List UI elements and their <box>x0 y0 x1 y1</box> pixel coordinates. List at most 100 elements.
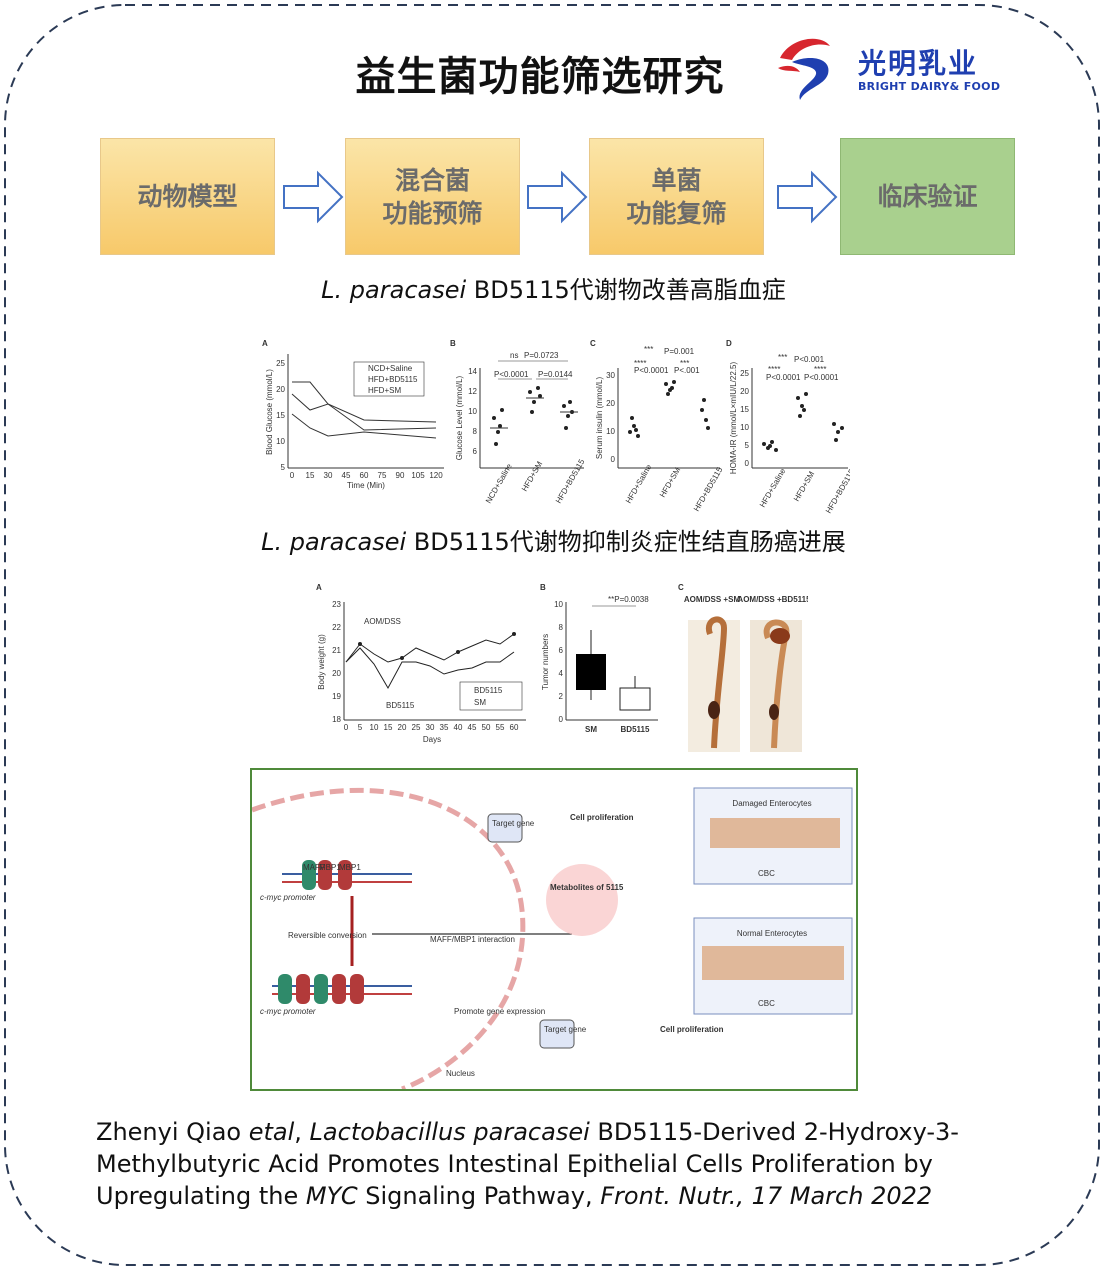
tick-label: 2 <box>559 692 564 701</box>
category-label: HFD+BD5115 <box>554 457 587 505</box>
axis-label: Blood Glucose (mmol/L) <box>265 369 274 455</box>
arrow-right-icon <box>527 170 588 224</box>
tick-label: 6 <box>559 646 564 655</box>
tick-label: 20 <box>606 399 615 408</box>
tick-label: 0 <box>559 715 564 724</box>
tick-label: 90 <box>396 471 405 480</box>
tick-label: 5 <box>358 723 363 732</box>
tick-label: 8 <box>473 427 478 436</box>
tick-label: 55 <box>496 723 505 732</box>
tick-label: 30 <box>324 471 333 480</box>
p-value-label: P<.001 <box>674 366 700 375</box>
normal-label: Normal Enterocytes <box>737 929 807 938</box>
tick-label: 30 <box>426 723 435 732</box>
axis-label: HOMA-IR (mmol/L×mIU/L/22.5) <box>729 362 738 475</box>
category-label: HFD+Saline <box>758 466 788 509</box>
reversible-label: Reversible conversion <box>288 931 367 940</box>
dna-strand-top <box>282 860 412 890</box>
category-label: HFD+Saline <box>624 462 654 505</box>
target-gene-label: Target gene <box>544 1025 587 1034</box>
p-value-label: P<0.0001 <box>804 373 839 382</box>
tick-label: 20 <box>332 669 341 678</box>
tick-label: 19 <box>332 692 341 701</box>
panel-label: D <box>726 339 732 348</box>
category-label: HFD+BD5115 <box>692 465 725 513</box>
tick-label: 10 <box>468 407 477 416</box>
tick-label: 20 <box>276 385 285 394</box>
photo-label: AOM/DSS +BD5115 <box>737 595 808 604</box>
metabolites-glow <box>546 864 618 936</box>
tick-label: 6 <box>473 447 478 456</box>
cbc-label: CBC <box>758 999 775 1008</box>
axis-label: Serum insulin (mmol/L) <box>595 377 604 460</box>
axis-label: Tumor numbers <box>541 634 550 690</box>
tick-label: 75 <box>378 471 387 480</box>
tick-label: 35 <box>440 723 449 732</box>
tick-label: 20 <box>740 387 749 396</box>
tick-label: 0 <box>611 455 616 464</box>
significance-label: **** <box>768 365 780 374</box>
target-gene-box <box>539 1019 575 1049</box>
dashed-border <box>4 4 1100 1266</box>
annotation-label: BD5115 <box>386 701 415 710</box>
citation: Zhenyi Qiao etal, Lactobacillus paracase… <box>96 1116 1056 1212</box>
arrow-right-icon <box>283 170 344 224</box>
citation-species: Lactobacillus paracasei <box>309 1118 590 1146</box>
target-gene-box <box>487 813 523 843</box>
tick-label: 45 <box>468 723 477 732</box>
tick-label: 22 <box>332 623 341 632</box>
target-gene-label: Target gene <box>492 819 535 828</box>
axis-label: Glucose Level (mmol/L) <box>455 375 464 460</box>
tick-label: 25 <box>412 723 421 732</box>
legend-entry: SM <box>474 698 486 707</box>
panel-label: A <box>262 339 268 348</box>
tick-label: 50 <box>482 723 491 732</box>
tick-label: 21 <box>332 646 341 655</box>
tick-label: 0 <box>344 723 349 732</box>
panel-label: B <box>540 583 546 592</box>
axis-label: Days <box>423 735 441 744</box>
subtitle-colorectal-cancer: L. paracasei BD5115代谢物抑制炎症性结直肠癌进展 <box>0 522 1107 557</box>
subtitle-text: BD5115代谢物改善高脂血症 <box>466 276 786 304</box>
citation-author: Zhenyi Qiao <box>96 1118 249 1146</box>
tick-label: 40 <box>454 723 463 732</box>
dna-strand-bottom <box>272 974 412 1004</box>
tick-label: 4 <box>559 669 564 678</box>
tick-label: 105 <box>411 471 425 480</box>
promoter-label: c-myc promoter <box>260 893 316 902</box>
panel-label: A <box>316 583 322 592</box>
promote-expr-label: Promote gene expression <box>454 1007 545 1016</box>
page-title: 益生菌功能筛选研究 <box>355 54 725 100</box>
citation-title: BD5115-Derived 2-Hydroxy-3-Methylbutyric… <box>96 1118 959 1210</box>
p-value-label: P<0.0001 <box>634 366 669 375</box>
maff-label: MAFF <box>303 863 325 872</box>
tick-label: 20 <box>398 723 407 732</box>
tick-label: 15 <box>384 723 393 732</box>
citation-journal: Front. Nutr., 17 March 2022 <box>600 1182 933 1210</box>
arrow-right-icon <box>777 170 838 224</box>
tick-label: 15 <box>306 471 315 480</box>
cell-prolif-label: Cell proliferation <box>570 813 634 822</box>
species-name: L. paracasei <box>261 528 407 556</box>
category-label: HFD+BD5115 <box>824 467 850 514</box>
significance-label: ns <box>510 351 518 360</box>
metabolites-label: Metabolites of 5115 <box>550 883 624 892</box>
damaged-label: Damaged Enterocytes <box>732 799 811 808</box>
subtitle-hyperlipidemia: L. paracasei BD5115代谢物改善高脂血症 <box>0 270 1107 305</box>
category-label: BD5115 <box>621 725 650 734</box>
tick-label: 10 <box>370 723 379 732</box>
subtitle-text: BD5115代谢物抑制炎症性结直肠癌进展 <box>406 528 846 556</box>
tick-label: 60 <box>510 723 519 732</box>
tick-label: 25 <box>276 359 285 368</box>
figure-colorectal-cancer: A Body weight (g) 18 19 20 21 22 23 0 5 … <box>316 583 808 752</box>
species-name: L. paracasei <box>321 276 467 304</box>
citation-title: Signaling Pathway, <box>357 1182 601 1210</box>
panel-label: B <box>450 339 456 348</box>
citation-gene: MYC <box>305 1182 358 1210</box>
citation-sep: , <box>294 1118 310 1146</box>
legend-entry: HFD+SM <box>368 386 401 395</box>
p-value-label: P=0.0723 <box>524 351 559 360</box>
tick-label: 0 <box>290 471 295 480</box>
panel-label: C <box>590 339 596 348</box>
panel-label: C <box>678 583 684 592</box>
